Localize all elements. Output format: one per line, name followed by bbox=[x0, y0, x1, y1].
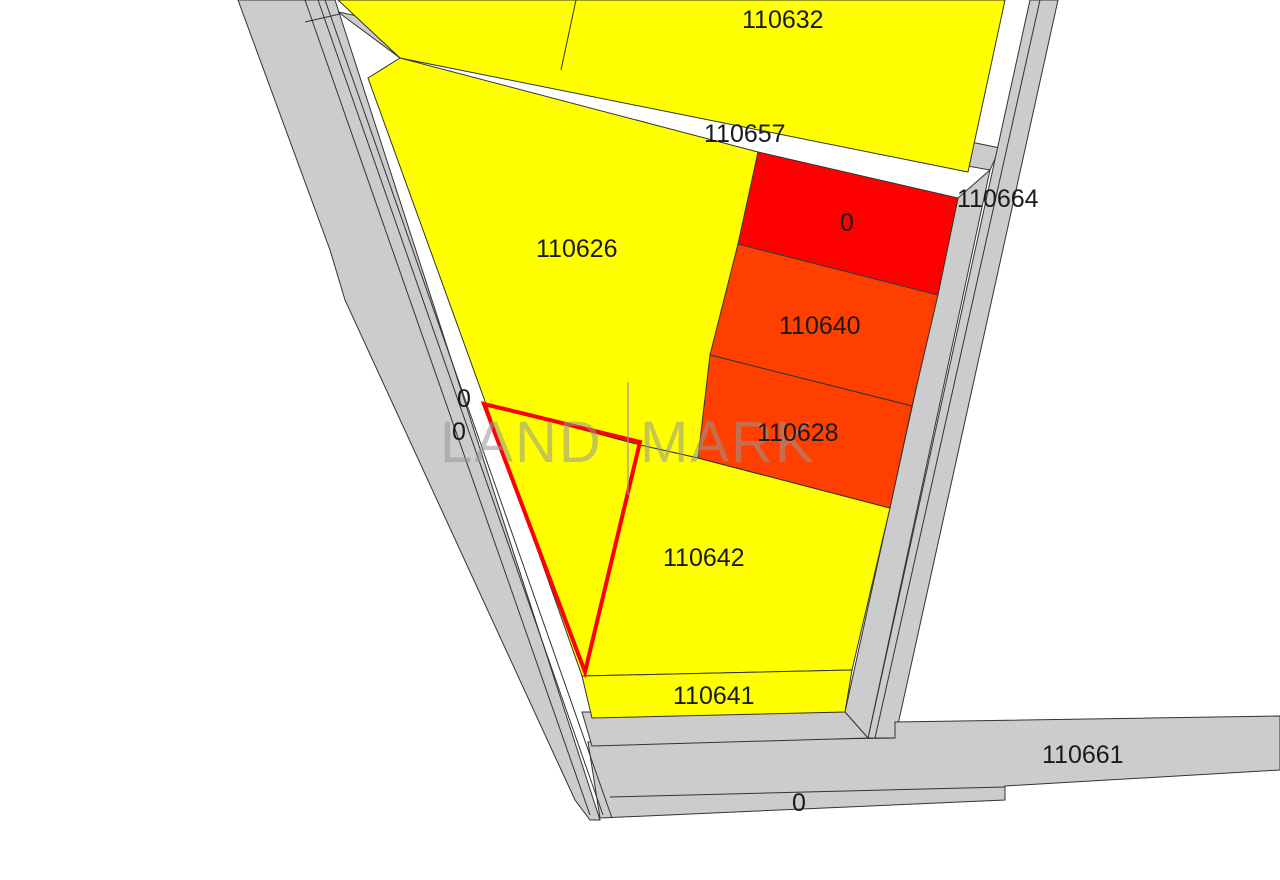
watermark-left: LAND bbox=[440, 410, 603, 475]
label-110661: 110661 bbox=[1042, 741, 1124, 769]
road-line-3 bbox=[324, 0, 613, 819]
road-line-5 bbox=[609, 786, 1006, 798]
road-line-4 bbox=[874, 0, 1041, 739]
label-0-red: 0 bbox=[840, 209, 854, 237]
label-110626: 110626 bbox=[536, 235, 618, 263]
parcel-110641-shape[interactable] bbox=[581, 669, 853, 719]
road-line-6 bbox=[304, 13, 341, 23]
parcel-110628-shape[interactable] bbox=[697, 354, 913, 509]
label-0-left-a: 0 bbox=[457, 385, 471, 413]
label-0-bottom: 0 bbox=[792, 789, 806, 817]
highlighted-parcels bbox=[697, 151, 959, 509]
label-110664: 110664 bbox=[957, 185, 1039, 213]
road-line-1 bbox=[304, 0, 591, 816]
parcel-110632-divider bbox=[560, 0, 577, 71]
label-110657: 110657 bbox=[704, 120, 786, 148]
label-110642: 110642 bbox=[663, 544, 745, 572]
label-110632: 110632 bbox=[742, 6, 824, 34]
road-line-2 bbox=[317, 0, 604, 816]
road-west-strip bbox=[237, 0, 601, 821]
label-110641: 110641 bbox=[673, 682, 755, 710]
watermark: LAND MARK bbox=[440, 382, 816, 495]
watermark-right: MARK bbox=[640, 410, 816, 475]
yellow-parcels bbox=[337, 0, 1006, 719]
label-110640: 110640 bbox=[779, 312, 861, 340]
label-110628: 110628 bbox=[757, 419, 839, 447]
parcel-labels: 110632 110657 110664 110626 0 110640 110… bbox=[452, 6, 1124, 817]
parcel-110632-shape[interactable] bbox=[337, 0, 1006, 173]
selected-plot-outline[interactable] bbox=[480, 401, 643, 679]
label-0-left-b: 0 bbox=[452, 418, 466, 446]
